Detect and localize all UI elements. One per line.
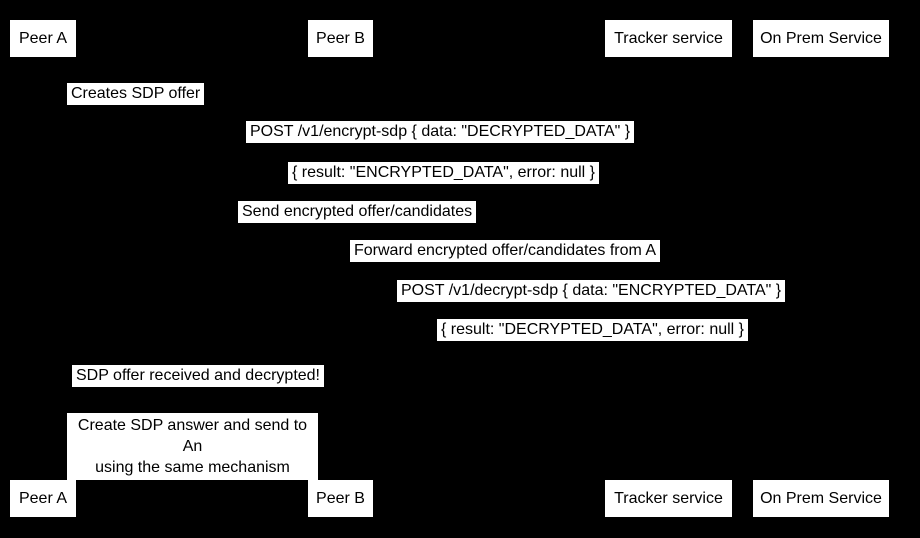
message-forward-encrypted-offer: Forward encrypted offer/candidates from … [350,240,661,262]
participant-tracker-service-top: Tracker service [605,20,732,57]
participant-peer-b-top: Peer B [308,20,373,57]
participant-peer-a-top: Peer A [10,20,76,57]
message-send-encrypted-offer: Send encrypted offer/candidates [238,201,477,223]
message-result-encrypted-data: { result: "ENCRYPTED_DATA", error: null … [288,162,600,184]
message-result-decrypted-data: { result: "DECRYPTED_DATA", error: null … [437,319,749,341]
note-line-1: Create SDP answer and send to An [77,417,308,455]
participant-tracker-service-bottom: Tracker service [605,480,732,517]
message-post-decrypt-sdp: POST /v1/decrypt-sdp { data: "ENCRYPTED_… [397,280,786,302]
participant-on-prem-service-bottom: On Prem Service [753,480,889,517]
note-line-2: using the same mechanism [95,459,290,476]
participant-peer-b-bottom: Peer B [308,480,373,517]
message-post-encrypt-sdp: POST /v1/encrypt-sdp { data: "DECRYPTED_… [246,121,635,143]
participant-peer-a-bottom: Peer A [10,480,76,517]
message-sdp-offer-received: SDP offer received and decrypted! [72,365,324,387]
note-create-sdp-answer: Create SDP answer and send to An using t… [67,413,318,480]
participant-on-prem-service-top: On Prem Service [753,20,889,57]
message-creates-sdp-offer: Creates SDP offer [67,83,205,105]
